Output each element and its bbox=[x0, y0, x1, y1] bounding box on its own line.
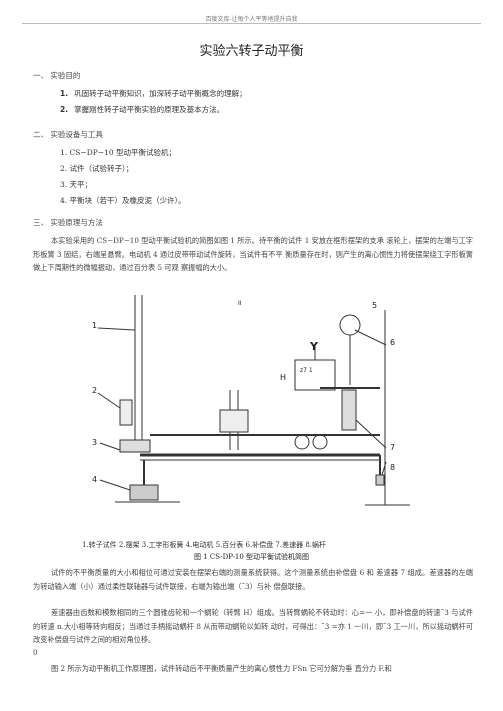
purpose-item: 2.掌握刚性转子动平衡实验的原理及基本方法。 bbox=[60, 105, 225, 114]
principle-paragraph-2: 试件的不平衡质量的大小和相位可通过安装在摆架右端的测量系统获得。这个测量系统由补… bbox=[33, 568, 473, 591]
part-label-8: 8 bbox=[390, 463, 395, 472]
page-header: 百度文库-让每个人平等地提升自我 bbox=[205, 16, 298, 23]
purpose-item: 1.巩固转子动平衡知识，加深转子动平衡概念的理解； bbox=[60, 89, 247, 98]
principle-paragraph-4: 0 bbox=[33, 648, 38, 657]
page-title: 实验六转子动平衡 bbox=[199, 44, 304, 59]
equipment-item: 3. 天平； bbox=[60, 180, 93, 189]
part-label-ii: II bbox=[238, 300, 242, 307]
part-label-2: 2 bbox=[92, 386, 97, 395]
part-label-3: 3 bbox=[92, 438, 97, 447]
part-label-6: 6 bbox=[390, 338, 395, 347]
part-label-4: 4 bbox=[92, 475, 97, 484]
equipment-item: 2. 试件（试验转子）； bbox=[60, 164, 134, 173]
figure-legend: 1.转子试件 2.摆架 3.工字形板簧 4.电动机 5.百分表 6.补偿盘 7.… bbox=[82, 541, 327, 549]
part-label-y: Y bbox=[309, 340, 319, 353]
section-heading-purpose: 一、 实验目的 bbox=[33, 71, 81, 80]
section-heading-principle: 三、 实验原理与方法 bbox=[33, 218, 103, 227]
part-label-z: z7 1 bbox=[300, 367, 313, 374]
principle-paragraph-5: 图 2 所示为动平衡机工作原理图，试件转动后不平衡质量产生的离心惯性力 FSn … bbox=[51, 664, 392, 673]
equipment-item: 1. CS−DP−10 型动平衡试验机； bbox=[60, 148, 176, 157]
header-divider bbox=[22, 23, 481, 24]
section-heading-equipment: 二、 实验设备与工具 bbox=[33, 130, 103, 139]
principle-paragraph-1: 本实验采用的 CS−DP−10 型动平衡试验机的简图如图 1 所示。待平衡的试件… bbox=[33, 236, 473, 272]
part-label-h: H bbox=[280, 373, 286, 382]
part-label-1: 1 bbox=[92, 321, 97, 330]
principle-paragraph-3: 差速器由齿数和模数相同的三个圆锥齿轮和一个蜗轮（转臂 H）组成。当转臂蜗轮不转动… bbox=[33, 608, 473, 644]
part-label-5: 5 bbox=[372, 301, 377, 310]
figure-caption: 图 1 CS-DP-10 型动平衡试验机简图 bbox=[193, 553, 310, 561]
machine-diagram: 1 2 3 4 5 6 7 8 Y H z7 1 II bbox=[92, 295, 410, 506]
equipment-item: 4. 平衡块（若干）及橡皮泥（少许）。 bbox=[60, 196, 186, 205]
part-label-7: 7 bbox=[390, 443, 395, 452]
